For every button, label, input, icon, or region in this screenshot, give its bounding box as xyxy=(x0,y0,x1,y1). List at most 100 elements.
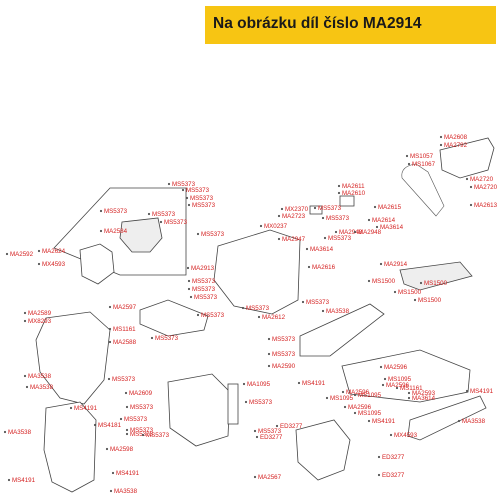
part-label: MA2624 xyxy=(42,248,66,255)
part-label: MS4191 xyxy=(470,388,494,395)
part-label: MA3614 xyxy=(310,246,334,253)
part-label: MS5373 xyxy=(318,205,342,212)
part-label: MA3614 xyxy=(412,395,436,402)
part-label: MA2613 xyxy=(474,202,498,209)
callout-dot xyxy=(109,489,113,493)
callout-dot xyxy=(325,396,329,400)
part-label: MA2792 xyxy=(444,142,468,149)
part-label: MS5373 xyxy=(192,286,216,293)
part-label: MS1161 xyxy=(400,385,423,392)
frame-cover xyxy=(341,349,471,403)
part-label: MA2584 xyxy=(104,228,128,235)
callout-dot xyxy=(105,447,109,451)
callout-dot xyxy=(99,229,103,233)
part-label: MA2596 xyxy=(346,389,370,396)
part-label: MA2596 xyxy=(348,404,372,411)
part-label: MA3538 xyxy=(30,384,54,391)
part-label: MS5373 xyxy=(246,305,270,312)
part-label: MA2589 xyxy=(28,310,52,317)
part-label: MA2723 xyxy=(282,213,306,220)
front-shield xyxy=(35,311,111,405)
callout-dot xyxy=(407,391,411,395)
rear-rail xyxy=(401,163,445,217)
callout-dot xyxy=(108,305,112,309)
callout-dot xyxy=(187,203,191,207)
part-label: MA2590 xyxy=(272,363,296,370)
callout-dot xyxy=(141,433,145,437)
callout-dot xyxy=(353,411,357,415)
part-label: MS5373 xyxy=(192,278,216,285)
part-label: MS1500 xyxy=(372,278,396,285)
part-label: MA2615 xyxy=(378,204,402,211)
callout-dot xyxy=(465,177,469,181)
part-label: MA3538 xyxy=(8,429,32,436)
callout-dot xyxy=(343,405,347,409)
callout-dot xyxy=(150,336,154,340)
part-label: MS5373 xyxy=(124,416,148,423)
part-label: MX2370 xyxy=(285,206,309,213)
callout-dot xyxy=(167,182,171,186)
callout-dot xyxy=(373,205,377,209)
part-label: MS5373 xyxy=(258,428,282,435)
part-label: MS5373 xyxy=(152,211,176,218)
callout-dot xyxy=(147,212,151,216)
callout-dot xyxy=(469,203,473,207)
under-tray xyxy=(295,419,351,481)
part-label: MS1067 xyxy=(412,161,436,168)
part-label: MS4191 xyxy=(12,477,36,484)
callout-dot xyxy=(111,471,115,475)
part-label: ED3277 xyxy=(280,423,303,430)
part-label: MX0237 xyxy=(264,223,288,230)
callout-dot xyxy=(389,433,393,437)
part-label: MS5373 xyxy=(164,219,188,226)
part-label: MS5373 xyxy=(272,336,296,343)
callout-dot xyxy=(37,249,41,253)
callout-dot xyxy=(23,311,27,315)
part-label: MA2914 xyxy=(384,261,408,268)
callout-dot xyxy=(23,374,27,378)
callout-dot xyxy=(257,315,261,319)
callout-dot xyxy=(37,262,41,266)
part-label: MA2948 xyxy=(358,229,382,236)
callout-dot xyxy=(187,279,191,283)
front-lower-panel xyxy=(43,401,97,493)
part-label: MA2616 xyxy=(312,264,336,271)
callout-dot xyxy=(267,337,271,341)
part-label: MS5373 xyxy=(194,294,218,301)
part-label: MS1057 xyxy=(410,153,434,160)
callout-dot xyxy=(379,365,383,369)
callout-dot xyxy=(334,230,338,234)
part-label: MS5373 xyxy=(186,187,210,194)
callout-dot xyxy=(469,185,473,189)
part-label: MA2611 xyxy=(342,183,365,190)
callout-dot xyxy=(185,196,189,200)
part-label: MS1500 xyxy=(398,289,422,296)
part-label: MS5373 xyxy=(326,215,350,222)
callout-dot xyxy=(377,455,381,459)
part-label: MA2614 xyxy=(372,217,396,224)
callout-dot xyxy=(381,383,385,387)
part-label: MS5373 xyxy=(155,335,179,342)
callout-dot xyxy=(186,266,190,270)
part-label: MS1095 xyxy=(358,392,382,399)
callout-dot xyxy=(187,287,191,291)
callout-dot xyxy=(407,162,411,166)
part-label: MA3538 xyxy=(462,418,486,425)
callout-dot xyxy=(419,281,423,285)
hinge-block-2 xyxy=(309,205,323,215)
callout-dot xyxy=(69,406,73,410)
part-label: MA3538 xyxy=(326,308,350,315)
callout-dot xyxy=(405,154,409,158)
callout-dot xyxy=(93,423,97,427)
callout-dot xyxy=(337,184,341,188)
part-label: MS5373 xyxy=(104,208,128,215)
part-label: MS5373 xyxy=(130,431,154,438)
callout-dot xyxy=(313,206,317,210)
callout-dot xyxy=(108,340,112,344)
part-label: MS4191 xyxy=(74,405,98,412)
part-label: MS5373 xyxy=(130,427,154,434)
part-label: MA2608 xyxy=(444,134,468,141)
part-label: MS5373 xyxy=(146,432,170,439)
